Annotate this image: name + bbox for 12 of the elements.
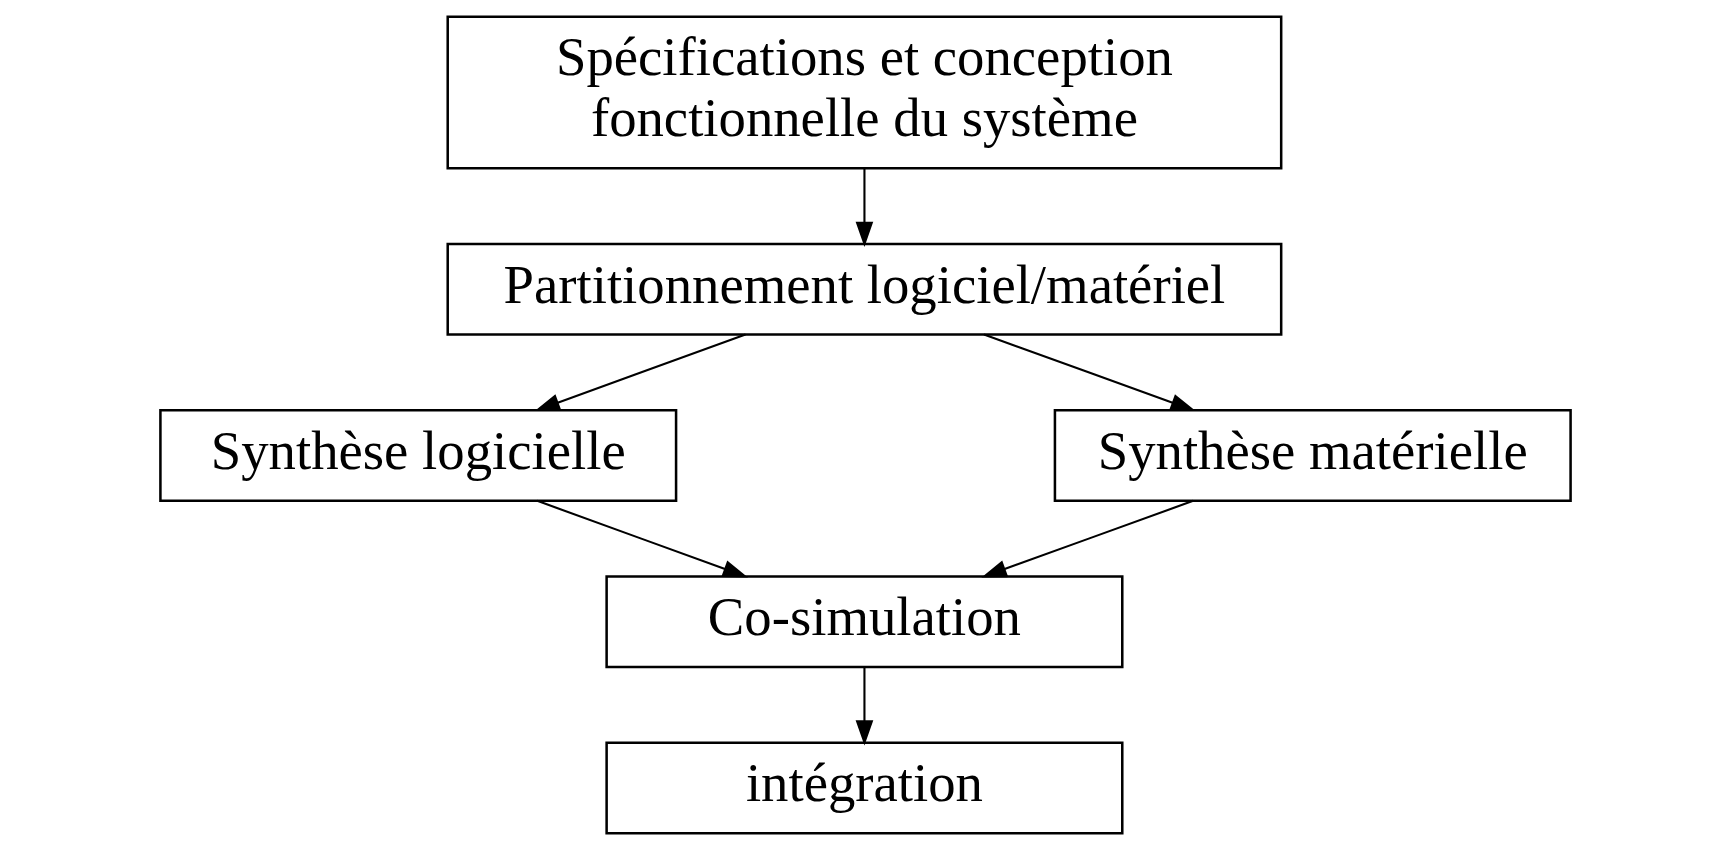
arrow	[855, 168, 874, 247]
arrow	[981, 499, 1194, 578]
node-box: Partitionnement logiciel/matériel	[446, 242, 1283, 336]
arrow	[536, 499, 748, 578]
node-box: Synthèse matérielle	[1053, 409, 1572, 503]
node-box: Co-simulation	[605, 575, 1124, 669]
node-box: intégration	[605, 741, 1124, 835]
arrow	[983, 333, 1196, 412]
arrow	[855, 667, 874, 746]
node-box: Spécifications et conception fonctionnelle du système	[446, 15, 1283, 170]
arrow	[534, 333, 746, 412]
node-box: Synthèse logicielle	[159, 409, 678, 503]
